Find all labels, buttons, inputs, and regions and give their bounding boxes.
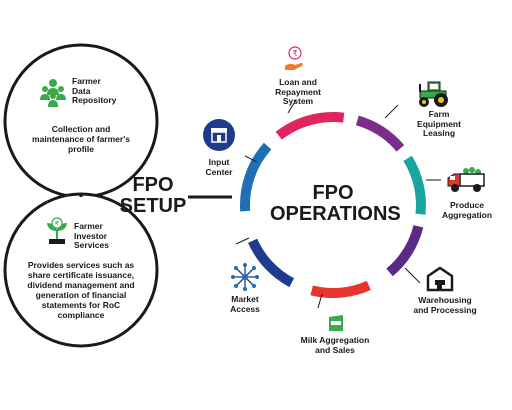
investor-title-line2: Investor: [74, 230, 108, 241]
rupee-plant-icon: ₹: [47, 217, 67, 244]
arc-produce: [403, 155, 426, 215]
svg-text:₹: ₹: [292, 49, 297, 58]
arc-milk: [310, 280, 371, 299]
op-loan-line2: Repayment: [275, 86, 321, 97]
op-loan-label: Loan and Repayment System: [263, 77, 333, 107]
op-produce-label: Produce Aggregation: [432, 200, 502, 220]
operations-title: FPO OPERATIONS: [270, 182, 401, 225]
investor-title-line3: Services: [74, 240, 109, 250]
op-loan-line1: Loan and: [279, 77, 317, 87]
op-milk-line2: and Sales: [315, 344, 355, 355]
op-warehouse-line1: Warehousing: [418, 295, 472, 305]
people-group-icon: [40, 79, 66, 107]
investor-title-line1: Farmer: [74, 221, 103, 231]
op-farm-line2: Equipment: [417, 118, 461, 129]
investor-title: Farmer Investor Services: [74, 221, 134, 251]
op-milk-line1: Milk Aggregation: [300, 335, 370, 345]
arc-input: [239, 142, 272, 212]
repository-title-line2: Data: [72, 85, 91, 96]
setup-label-line2: SETUP: [119, 195, 187, 217]
op-market-line2: Access: [230, 303, 260, 314]
repository-title-line3: Repository: [72, 95, 117, 105]
investor-description: Provides services such as share certific…: [27, 260, 135, 320]
op-produce-line2: Aggregation: [441, 209, 493, 220]
op-farm-label: Farm Equipment Leasing: [410, 109, 468, 139]
repository-title: Farmer Data Repository: [72, 76, 132, 106]
operations-title-line1: FPO: [312, 182, 354, 204]
warehouse-icon: [426, 266, 454, 292]
op-input-line1: Input: [208, 157, 230, 167]
arc-loan: [275, 112, 345, 140]
repository-title-line1: Farmer: [72, 76, 101, 86]
op-produce-line1: Produce: [449, 200, 484, 210]
operations-title-line2: OPERATIONS: [270, 203, 401, 225]
tractor-icon: [419, 81, 448, 107]
op-market-line1: Market: [231, 294, 259, 304]
op-farm-line1: Farm: [428, 109, 450, 119]
svg-text:₹: ₹: [55, 220, 60, 228]
arc-farm: [355, 115, 405, 152]
op-milk-label: Milk Aggregation and Sales: [280, 335, 390, 355]
milk-pack-icon: [329, 315, 343, 331]
rupee-hand-icon: ₹: [285, 46, 303, 70]
op-market-label: Market Access: [222, 294, 268, 314]
op-loan-line3: System: [282, 96, 314, 106]
setup-label-line1: FPO: [132, 174, 174, 196]
arc-market: [248, 238, 295, 288]
setup-label: FPO SETUP: [118, 175, 188, 217]
network-icon: [231, 263, 259, 291]
arc-warehouse: [386, 224, 424, 277]
op-input-label: Input Center: [198, 157, 240, 177]
repository-description: Collection and maintenance of farmer's p…: [32, 124, 130, 154]
store-icon: [203, 119, 235, 151]
op-warehouse-label: Warehousing and Processing: [400, 295, 490, 315]
operations-ring: [239, 112, 426, 299]
leader-lines: [235, 99, 441, 309]
op-farm-line3: Leasing: [422, 128, 456, 138]
produce-truck-icon: [447, 167, 485, 192]
op-input-line2: Center: [205, 166, 233, 177]
op-warehouse-line2: and Processing: [413, 304, 477, 315]
